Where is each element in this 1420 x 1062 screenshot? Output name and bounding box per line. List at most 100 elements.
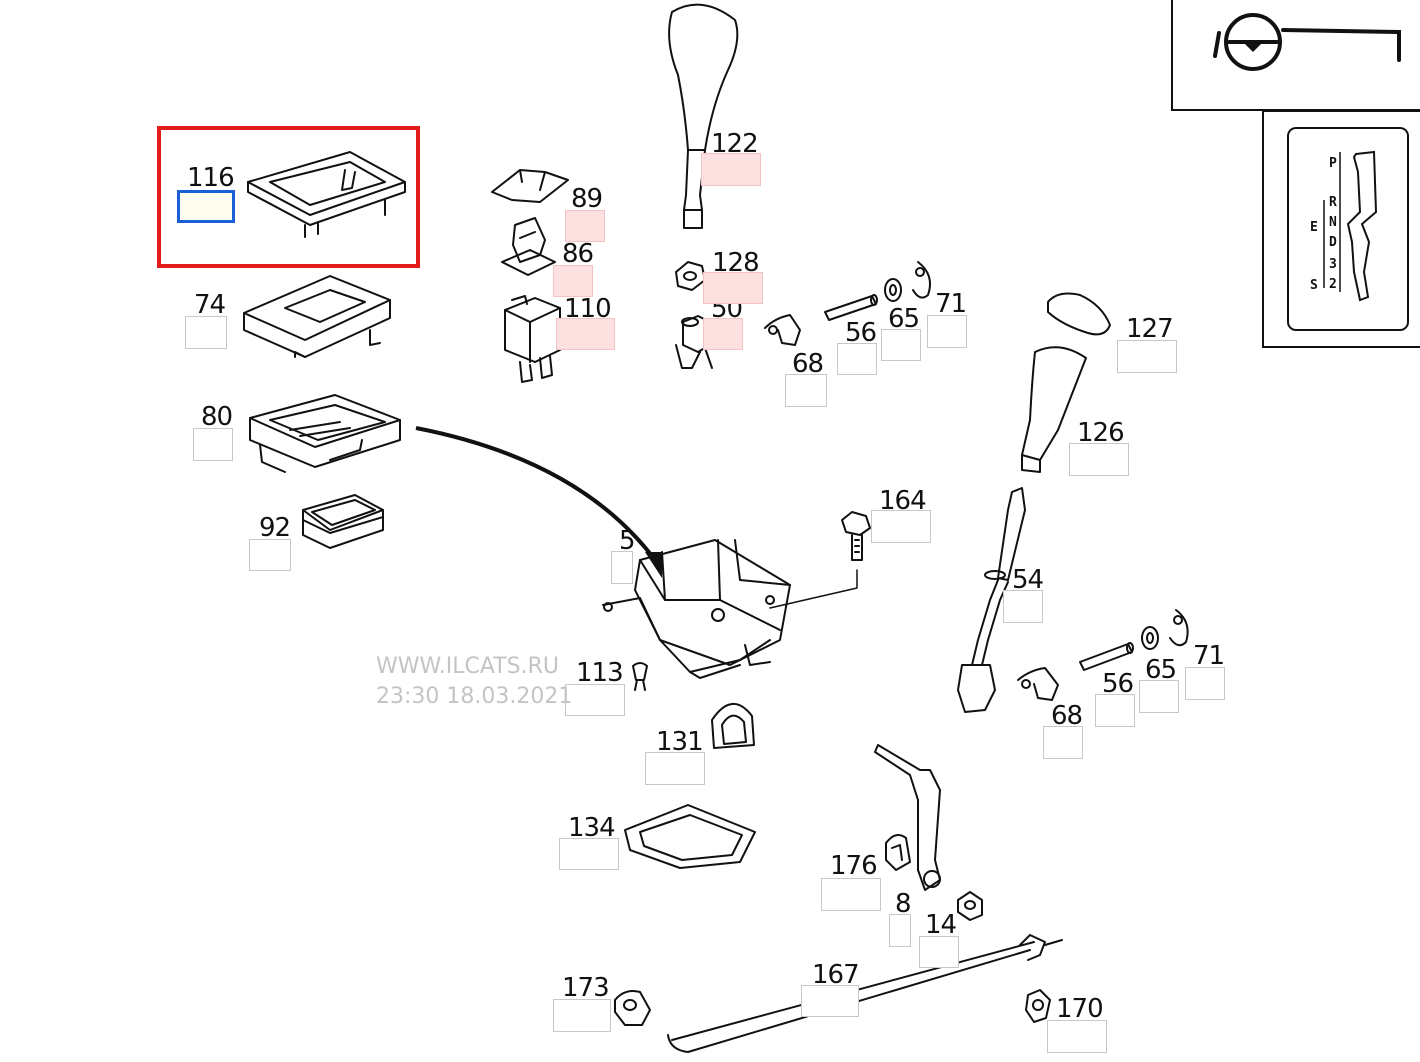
hotspot-110[interactable]: [556, 318, 615, 350]
gear-e: E: [1310, 220, 1318, 235]
part-71-upper-drawing: [912, 261, 931, 299]
hotspot-14[interactable]: [919, 936, 959, 968]
hotspot-131[interactable]: [645, 752, 705, 785]
hotspot-134[interactable]: [559, 838, 619, 870]
part-74-drawing: [243, 275, 391, 358]
part-54-drawing: [957, 487, 1026, 713]
gear-3: 3: [1329, 257, 1337, 272]
callout-86: 86: [562, 239, 594, 269]
hotspot-127[interactable]: [1117, 340, 1177, 373]
callout-113: 113: [576, 658, 624, 688]
part-56-lower-drawing: [1079, 642, 1134, 671]
part-71-lower-drawing: [1169, 609, 1189, 647]
gear-s: S: [1310, 278, 1318, 293]
hotspot-50[interactable]: [703, 318, 743, 350]
hotspot-128[interactable]: [703, 272, 763, 304]
part-110-drawing: [504, 295, 561, 383]
callout-65-upper: 65: [888, 304, 920, 334]
hotspot-176[interactable]: [821, 878, 881, 911]
callout-14: 14: [925, 910, 957, 940]
gear-pattern-panel: P R N D 3 2 E S: [1262, 110, 1420, 348]
callout-134: 134: [568, 813, 616, 843]
hotspot-74[interactable]: [185, 316, 227, 349]
hotspot-68-upper[interactable]: [785, 374, 827, 407]
callout-176: 176: [830, 851, 878, 881]
part-116-drawing: [247, 151, 406, 238]
part-128-drawing: [675, 261, 706, 291]
callout-65-lower: 65: [1145, 655, 1177, 685]
hotspot-170[interactable]: [1047, 1020, 1107, 1053]
gear-2: 2: [1329, 277, 1337, 292]
hotspot-5[interactable]: [611, 551, 633, 584]
hotspot-54[interactable]: [1003, 590, 1043, 623]
callout-89: 89: [571, 184, 603, 214]
part-lever-rod-drawing: [874, 744, 941, 891]
callout-5: 5: [619, 526, 636, 556]
gear-gate-outline: [1287, 127, 1409, 331]
hotspot-89[interactable]: [565, 210, 605, 242]
callout-71-lower: 71: [1193, 641, 1225, 671]
hotspot-126[interactable]: [1069, 443, 1129, 476]
callout-92: 92: [259, 513, 291, 543]
part-164-drawing: [841, 511, 871, 561]
hotspot-68-lower[interactable]: [1043, 726, 1083, 759]
hotspot-167[interactable]: [801, 985, 859, 1017]
hotspot-122[interactable]: [701, 153, 761, 186]
part-86-drawing: [501, 217, 556, 276]
part-5-drawing: [602, 539, 791, 679]
part-173-drawing: [614, 990, 651, 1026]
callout-173: 173: [562, 973, 610, 1003]
callout-56-lower: 56: [1102, 669, 1134, 699]
callout-167: 167: [812, 960, 860, 990]
hotspot-56-lower[interactable]: [1095, 694, 1135, 727]
hotspot-173[interactable]: [553, 999, 611, 1032]
hotspot-71-lower[interactable]: [1185, 667, 1225, 700]
callout-8: 8: [895, 889, 912, 919]
hotspot-116[interactable]: [177, 190, 235, 223]
part-176-drawing: [885, 833, 911, 871]
callout-110: 110: [564, 294, 612, 324]
part-65-lower-drawing: [1141, 626, 1159, 650]
callout-131: 131: [656, 727, 704, 757]
selection-frame: [157, 126, 420, 268]
hotspot-92[interactable]: [249, 539, 291, 571]
callout-116: 116: [187, 163, 235, 193]
callout-80: 80: [201, 402, 233, 432]
part-56-upper-drawing: [824, 294, 878, 321]
callout-127: 127: [1126, 314, 1174, 344]
part-167-drawing: [667, 934, 1063, 1053]
part-65-upper-drawing: [884, 278, 902, 302]
part-68-upper-drawing: [764, 314, 801, 346]
hotspot-86[interactable]: [553, 265, 593, 297]
callout-122: 122: [711, 129, 759, 159]
gear-p: P: [1329, 156, 1337, 171]
callout-170: 170: [1056, 994, 1104, 1024]
hotspot-65-lower[interactable]: [1139, 680, 1179, 713]
hotspot-8[interactable]: [889, 914, 911, 947]
callout-126: 126: [1077, 418, 1125, 448]
hotspot-56-upper[interactable]: [837, 343, 877, 375]
part-80-drawing: [249, 394, 401, 473]
callout-68-upper: 68: [792, 349, 824, 379]
steering-wheel-icon: [1213, 13, 1401, 71]
assembly-arrow: [415, 426, 657, 562]
part-170-drawing: [1025, 989, 1051, 1023]
hotspot-71-upper[interactable]: [927, 315, 967, 348]
watermark-site: WWW.ILCATS.RU: [376, 654, 559, 679]
part-126-drawing: [1021, 346, 1087, 473]
watermark: WWW.ILCATS.RU 23:30 18.03.2021: [376, 652, 572, 711]
part-92-drawing: [302, 494, 384, 549]
part-14-drawing: [957, 891, 983, 921]
hotspot-80[interactable]: [193, 428, 233, 461]
hotspot-65-upper[interactable]: [881, 329, 921, 361]
part-134-drawing: [624, 804, 756, 869]
gear-n: N: [1329, 215, 1337, 230]
hotspot-164[interactable]: [871, 510, 931, 543]
steering-wheel-panel: [1171, 0, 1420, 111]
hotspot-113[interactable]: [565, 684, 625, 716]
callout-128: 128: [712, 248, 760, 278]
leader-5-164: [769, 569, 858, 609]
part-131-drawing: [711, 703, 755, 749]
part-122-drawing: [668, 3, 739, 229]
gear-d: D: [1329, 235, 1337, 250]
